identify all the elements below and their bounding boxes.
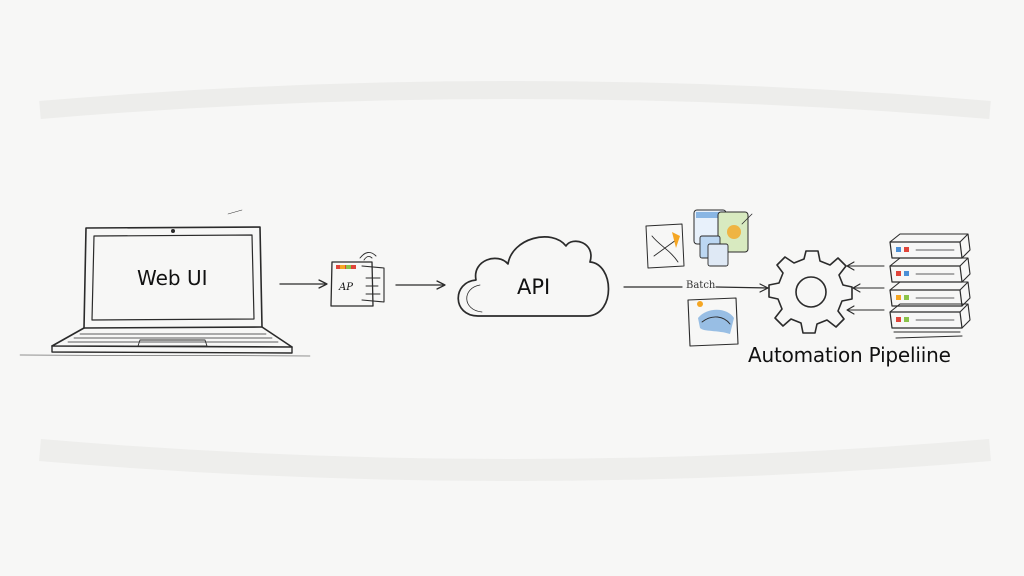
server-unit xyxy=(889,303,971,329)
arrows-servers-to-pipeline xyxy=(846,261,885,315)
web-ui-label: Web UI xyxy=(137,266,208,290)
gear-icon xyxy=(768,250,853,334)
arrow-api-to-pipeline xyxy=(623,283,769,293)
arrow-webui-to-card xyxy=(279,279,328,289)
server-stack-icon xyxy=(889,233,971,339)
scanned-document-icon xyxy=(687,297,739,347)
server-unit xyxy=(889,233,971,259)
card-label: AP xyxy=(339,282,353,293)
server-unit xyxy=(889,257,971,283)
id-card-icon xyxy=(330,252,385,307)
arrow-card-to-api xyxy=(395,280,446,290)
laptop-icon xyxy=(19,209,311,357)
api-label: API xyxy=(517,275,551,299)
background-shading xyxy=(39,81,991,481)
batch-edge-label: Batch xyxy=(686,280,716,291)
cloud-icon xyxy=(457,236,610,317)
pipeline-label: Automation Pipeliine xyxy=(748,343,951,367)
documents-icon xyxy=(645,209,753,269)
server-unit xyxy=(889,281,971,307)
